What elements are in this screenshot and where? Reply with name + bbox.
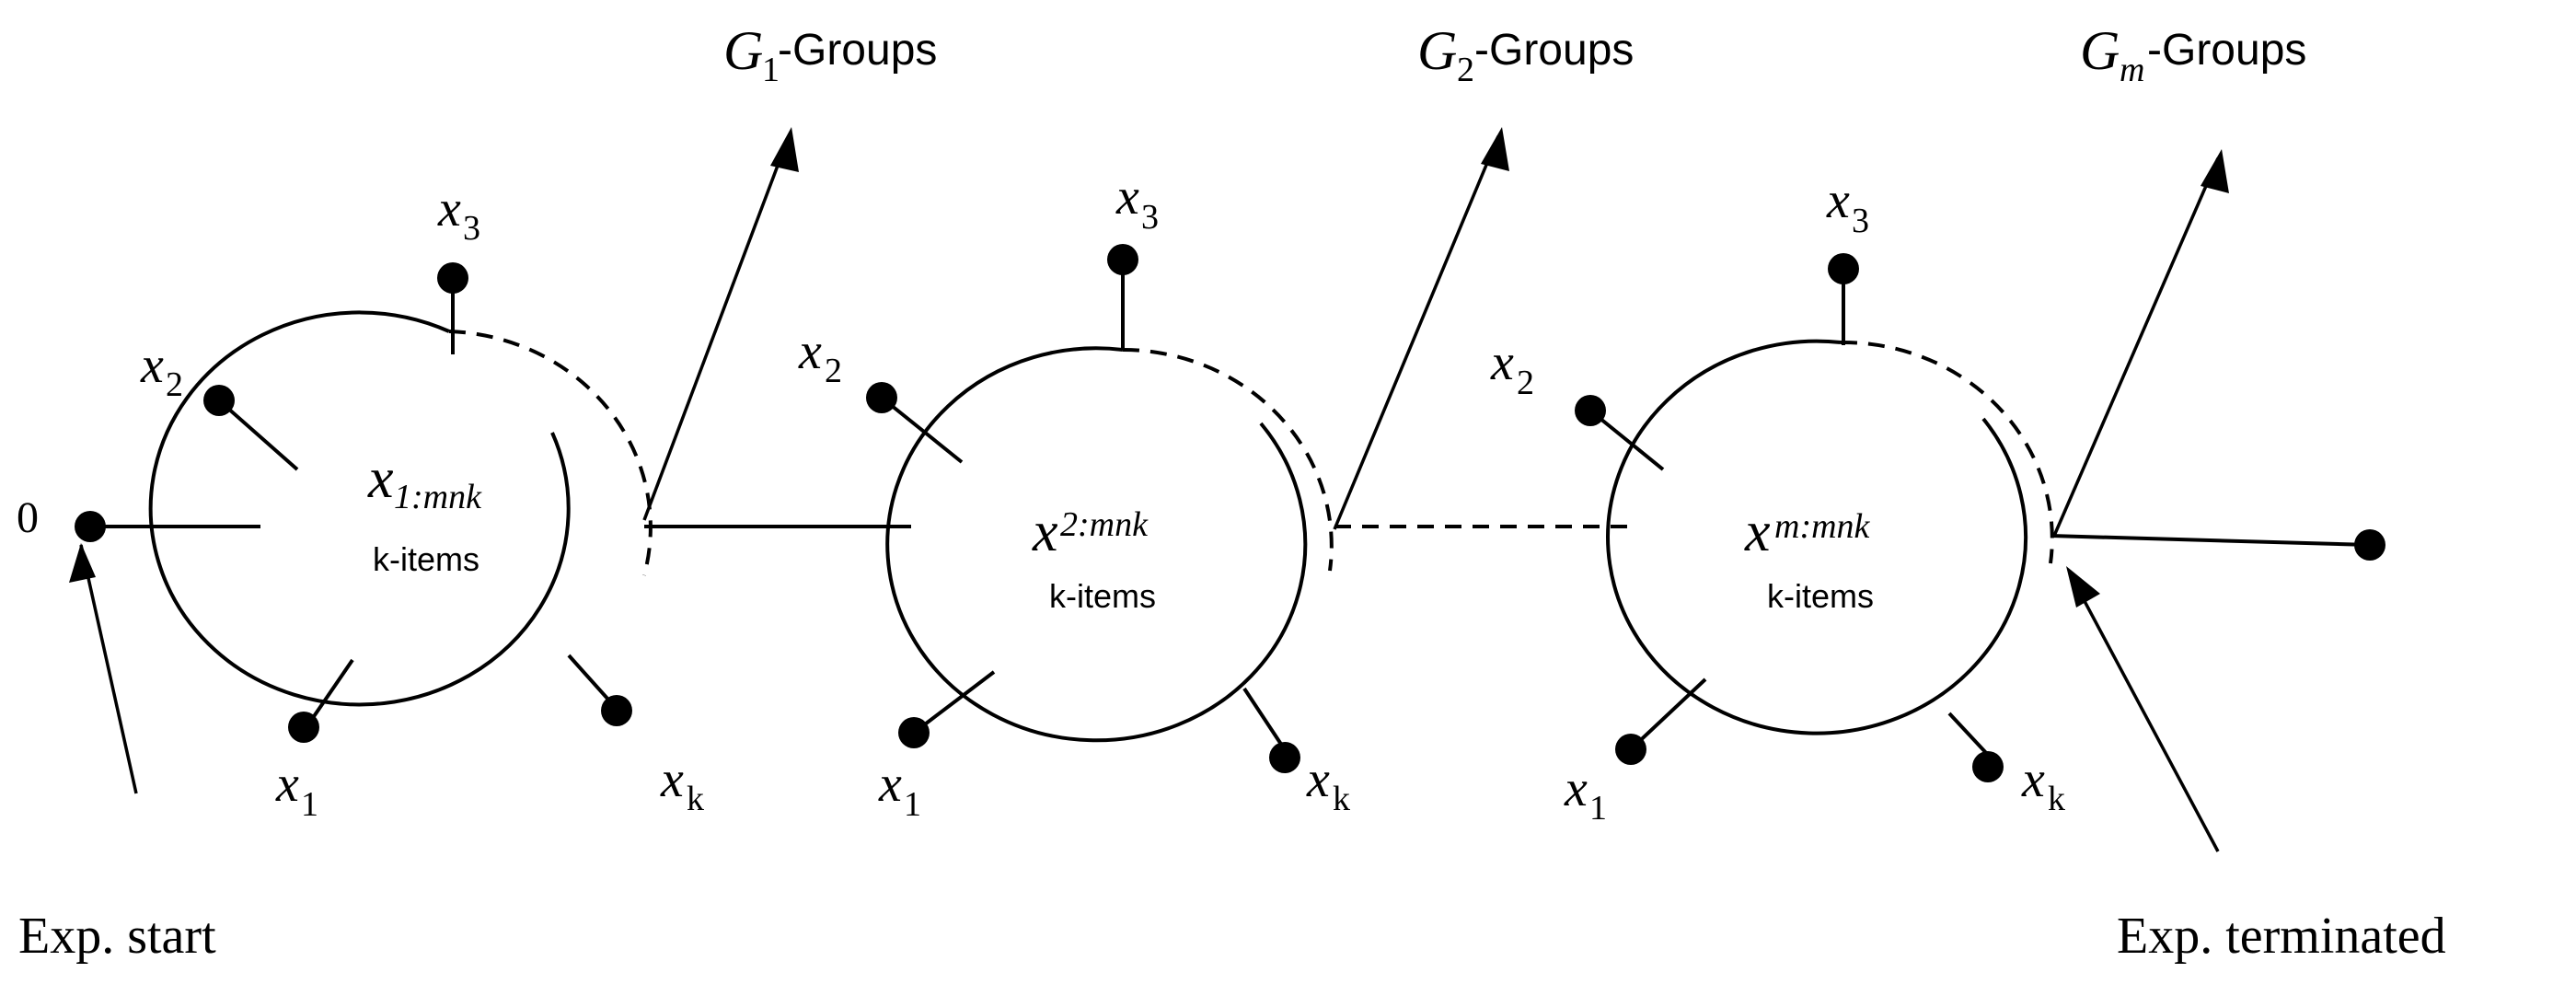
group-m-circle-dashed — [1840, 340, 2054, 564]
group-m-xk-sub: k — [2048, 780, 2065, 818]
group-m-center-sub: m:mnk — [1774, 507, 1871, 546]
group-1-suffix: -Groups — [778, 26, 937, 75]
group-m-xk-dot — [1972, 751, 2004, 782]
group-2-x3-dot — [1107, 244, 1138, 275]
group-1-x2-label: x — [140, 337, 164, 394]
origin-label: 0 — [17, 493, 39, 542]
group-2-x3-label: x — [1115, 168, 1139, 226]
group-m-xk-stem — [1947, 712, 1990, 757]
group-2-center-sub: 2:mnk — [1060, 505, 1149, 544]
group-1-xk-label: x — [660, 751, 684, 808]
group-1-center-sub: 1:mnk — [394, 478, 482, 516]
group-2-x2-stem — [880, 396, 964, 464]
group-1-letter: G — [723, 20, 763, 81]
group-2-items-label: k-items — [1049, 577, 1156, 615]
group-m-x1-stem — [1629, 677, 1707, 751]
group-2-suffix: -Groups — [1474, 26, 1634, 75]
group-m-arrow — [2052, 157, 2220, 537]
group-2-x2-sub: 2 — [825, 352, 842, 390]
group-1-arrow — [642, 135, 791, 521]
group-2-letter: G — [1417, 20, 1457, 81]
group-2-center-var: x — [1032, 501, 1058, 563]
group-2-xk-stem — [1242, 687, 1284, 747]
start-arrow — [79, 544, 138, 794]
group-2-xk-label: x — [1306, 751, 1330, 808]
group-1-center-var: x — [367, 447, 394, 510]
group-2: x 3 x 2 x 1 x k x 2:mnk k-items G 2 -Gro… — [798, 20, 1634, 824]
group-1-x3-label: x — [437, 180, 461, 237]
group-2-x3-sub: 3 — [1141, 198, 1159, 237]
group-1-xk-sub: k — [687, 780, 704, 818]
group-2-x2-label: x — [798, 323, 822, 380]
group-m-items-label: k-items — [1767, 577, 1874, 615]
group-2-arrowhead — [1481, 127, 1509, 171]
origin: 0 — [17, 493, 260, 542]
group-m-center-var: x — [1744, 501, 1771, 563]
group-2-xk-dot — [1269, 742, 1300, 773]
group-m-x2-label: x — [1490, 334, 1514, 391]
group-1-circle-solid — [148, 310, 571, 707]
group-m: x 3 x 2 x 1 x k x m:mnk k-items G m -Gro… — [1490, 20, 2306, 828]
group-m-suffix: -Groups — [2147, 26, 2306, 75]
group-1-arrowhead — [770, 127, 799, 172]
end-arrowhead — [2066, 566, 2100, 608]
group-m-arrowhead — [2201, 149, 2229, 193]
group-1-xk-dot — [601, 695, 632, 726]
group-2-circle-dashed — [1122, 348, 1334, 572]
group-1-x1-sub: 1 — [301, 785, 318, 824]
group-2-circle-solid — [885, 346, 1308, 743]
group-1-x2-dot — [203, 385, 235, 416]
group-m-x1-dot — [1615, 734, 1646, 765]
start-pointer: Exp. start — [18, 543, 216, 965]
group-1-items-label: k-items — [373, 540, 479, 578]
group-1-x2-stem — [217, 399, 299, 471]
group-1-x2-sub: 2 — [166, 365, 183, 404]
group-m-x3-label: x — [1826, 172, 1850, 229]
group-2-arrow — [1333, 135, 1500, 530]
group-2-sub: 2 — [1457, 51, 1474, 89]
group-2-xk-sub: k — [1333, 780, 1350, 818]
group-m-letter: G — [2080, 20, 2120, 81]
group-2-x1-dot — [898, 717, 930, 748]
group-m-xk-label: x — [2021, 751, 2045, 808]
end-arrow — [2069, 574, 2220, 852]
group-2-x1-sub: 1 — [904, 785, 921, 824]
end-label: Exp. terminated — [2117, 908, 2446, 965]
group-2-x1-label: x — [878, 756, 902, 813]
start-arrowhead — [69, 543, 96, 583]
start-label: Exp. start — [18, 908, 216, 965]
group-m-x2-dot — [1575, 395, 1606, 426]
group-1-x1-label: x — [275, 756, 299, 813]
group-m-x3-dot — [1828, 253, 1859, 284]
end-dot — [2354, 529, 2385, 561]
group-1-sub: 1 — [762, 51, 780, 89]
end-pointer: Exp. terminated — [2066, 566, 2446, 965]
group-1-x3-sub: 3 — [463, 209, 480, 248]
group-2-x1-stem — [912, 670, 996, 735]
group-1: x 3 x 2 x 1 x k x 1:mnk k-items G 1 -Gro… — [140, 20, 937, 824]
group-m-x1-sub: 1 — [1589, 789, 1607, 828]
group-m-sub: m — [2120, 51, 2144, 89]
group-1-x3-dot — [437, 262, 468, 294]
group-1-circle-dashed — [448, 330, 653, 576]
group-2-x2-dot — [866, 382, 897, 413]
end-connector — [2050, 534, 2371, 547]
group-m-circle-solid — [1606, 339, 2028, 735]
group-m-x1-label: x — [1564, 760, 1588, 817]
group-1-x1-dot — [288, 712, 319, 743]
group-m-x3-sub: 3 — [1852, 202, 1869, 240]
group-m-x2-sub: 2 — [1517, 364, 1534, 402]
